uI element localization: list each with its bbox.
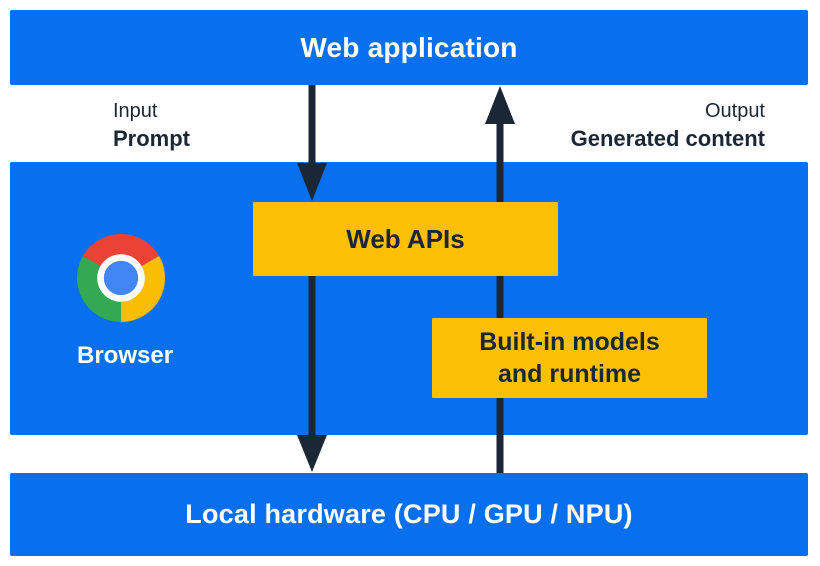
local-hardware-label: Local hardware (CPU / GPU / NPU) xyxy=(185,499,633,529)
builtin-models-box: Built-in models and runtime xyxy=(432,318,707,398)
output-arrow-head xyxy=(485,86,515,124)
web-application-label: Web application xyxy=(300,31,518,63)
web-apis-label: Web APIs xyxy=(346,223,465,254)
output-flow-labels: Output Generated content xyxy=(571,99,765,152)
browser-label: Browser xyxy=(77,342,174,369)
web-application-bar: Web application xyxy=(10,10,808,85)
output-kind-label: Output xyxy=(704,100,765,122)
input-arrow-lower-head xyxy=(297,435,327,472)
builtin-models-label: Built-in models and runtime xyxy=(479,326,660,390)
chrome-logo-blue-center xyxy=(103,260,139,296)
builtin-models-line1: Built-in models xyxy=(479,328,660,356)
input-kind-label: Input xyxy=(113,100,158,122)
chrome-logo-icon xyxy=(77,234,165,322)
input-flow-labels: Input Prompt xyxy=(113,99,190,152)
web-apis-box: Web APIs xyxy=(253,202,558,276)
local-hardware-bar: Local hardware (CPU / GPU / NPU) xyxy=(10,473,808,556)
builtin-models-line2: and runtime xyxy=(497,360,642,388)
output-value-label: Generated content xyxy=(570,126,765,151)
input-value-label: Prompt xyxy=(113,126,190,151)
